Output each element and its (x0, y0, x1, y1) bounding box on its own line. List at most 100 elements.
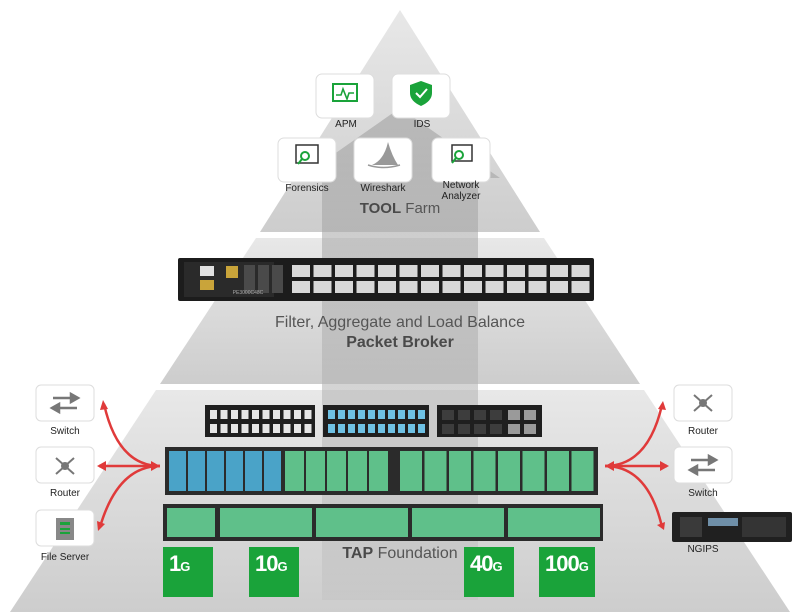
switch-icon (687, 453, 719, 477)
qsfp-port (421, 265, 439, 277)
lc-connector (408, 424, 415, 433)
magnifier-window-icon (295, 144, 319, 165)
tap-foundation-title-rest: Foundation (373, 545, 458, 562)
speed-unit: G (578, 559, 589, 574)
lc-connector (283, 410, 291, 419)
right-switch-label: Switch (688, 488, 718, 499)
tap-module (327, 451, 346, 491)
qsfp-port (292, 281, 310, 293)
speed-number: 100 (545, 551, 580, 576)
tap-module (498, 451, 520, 491)
left-switch-label: Switch (50, 426, 80, 437)
tap-module (226, 451, 243, 491)
lc-connector (398, 410, 405, 419)
qsfp-port (571, 265, 590, 277)
lc-connector (273, 424, 280, 433)
lc-connector (378, 410, 385, 419)
tap-module (522, 451, 545, 491)
sfp-port (272, 265, 283, 293)
speed-badge-1g: 1G (163, 547, 213, 597)
qsfp-port (464, 281, 482, 293)
qsfp-port (399, 265, 418, 277)
lc-connector (398, 424, 405, 433)
right-router-label: Router (687, 426, 718, 437)
lc-connector (252, 424, 259, 433)
copper-tap-module (412, 508, 504, 537)
tap-module (571, 451, 594, 491)
qsfp-port (571, 281, 590, 293)
lc-connector (241, 410, 249, 419)
lc-connector (328, 410, 335, 419)
qsfp-port (464, 265, 482, 277)
speed-value: 10G (255, 551, 288, 577)
lc-connector (388, 410, 395, 419)
lc-connector (338, 424, 345, 433)
tap-module (424, 451, 447, 491)
qsfp-port (335, 265, 353, 277)
qsfp-port (292, 265, 310, 277)
qsfp-port (550, 265, 568, 277)
mtp-port (458, 424, 470, 434)
rj45-port (524, 424, 536, 434)
tool-label-network-analyzer: Network Analyzer (441, 180, 481, 202)
tap-foundation-title: TAP Foundation (280, 545, 520, 563)
tap-module (264, 451, 281, 491)
lc-connector (231, 424, 238, 433)
speed-badge-100g: 100G (539, 547, 595, 597)
tap-module (547, 451, 569, 491)
qsfp-port (528, 281, 547, 293)
mtp-port (490, 410, 502, 420)
speed-unit: G (180, 559, 190, 574)
lc-connector (241, 424, 249, 433)
ngips-appliance (672, 512, 792, 542)
lc-connector (378, 424, 385, 433)
network-analyzer-icon (451, 144, 473, 164)
lc-connector (262, 410, 270, 419)
lc-connector (210, 410, 217, 419)
lc-connector (388, 424, 395, 433)
tool-label-ids: IDS (413, 119, 431, 130)
qsfp-port (378, 265, 396, 277)
lc-connector (348, 424, 355, 433)
qsfp-port (335, 281, 353, 293)
tap-module (188, 451, 205, 491)
speed-unit: G (277, 559, 287, 574)
speed-number: 40 (470, 551, 494, 576)
tap-module (285, 451, 304, 491)
qsfp-port (313, 281, 332, 293)
lc-connector (368, 410, 375, 419)
qsfp-port (313, 265, 332, 277)
mtp-port (442, 424, 454, 434)
tap-module (400, 451, 422, 491)
lc-connector (368, 424, 375, 433)
qsfp-port (550, 281, 568, 293)
router-icon (55, 457, 75, 475)
lc-connector (304, 424, 312, 433)
packet-broker-title: Packet Broker (346, 334, 454, 351)
lc-connector (231, 410, 238, 419)
router-icon (693, 394, 713, 412)
speed-value: 40G (470, 551, 503, 577)
lc-connector (304, 410, 312, 419)
tool-farm-title: TOOL Farm (300, 200, 500, 217)
sfp-port (244, 265, 255, 293)
lc-connector (220, 424, 228, 433)
speed-badge-40g: 40G (464, 547, 514, 597)
tap-module (473, 451, 496, 491)
speed-number: 10 (255, 551, 279, 576)
tool-farm-title-rest: Farm (401, 200, 441, 217)
qsfp-port (507, 265, 525, 277)
speed-value: 100G (545, 551, 589, 577)
speed-value: 1G (169, 551, 190, 577)
lc-connector (338, 410, 345, 419)
packet-broker-device (178, 258, 594, 301)
speed-number: 1 (169, 551, 181, 576)
rj45-port (508, 410, 520, 420)
mtp-port (474, 410, 486, 420)
tap-modules-top (205, 405, 542, 437)
mtp-port (490, 424, 502, 434)
copper-tap-module (316, 508, 408, 537)
lc-connector (294, 410, 301, 419)
copper-tap-module (508, 508, 600, 537)
